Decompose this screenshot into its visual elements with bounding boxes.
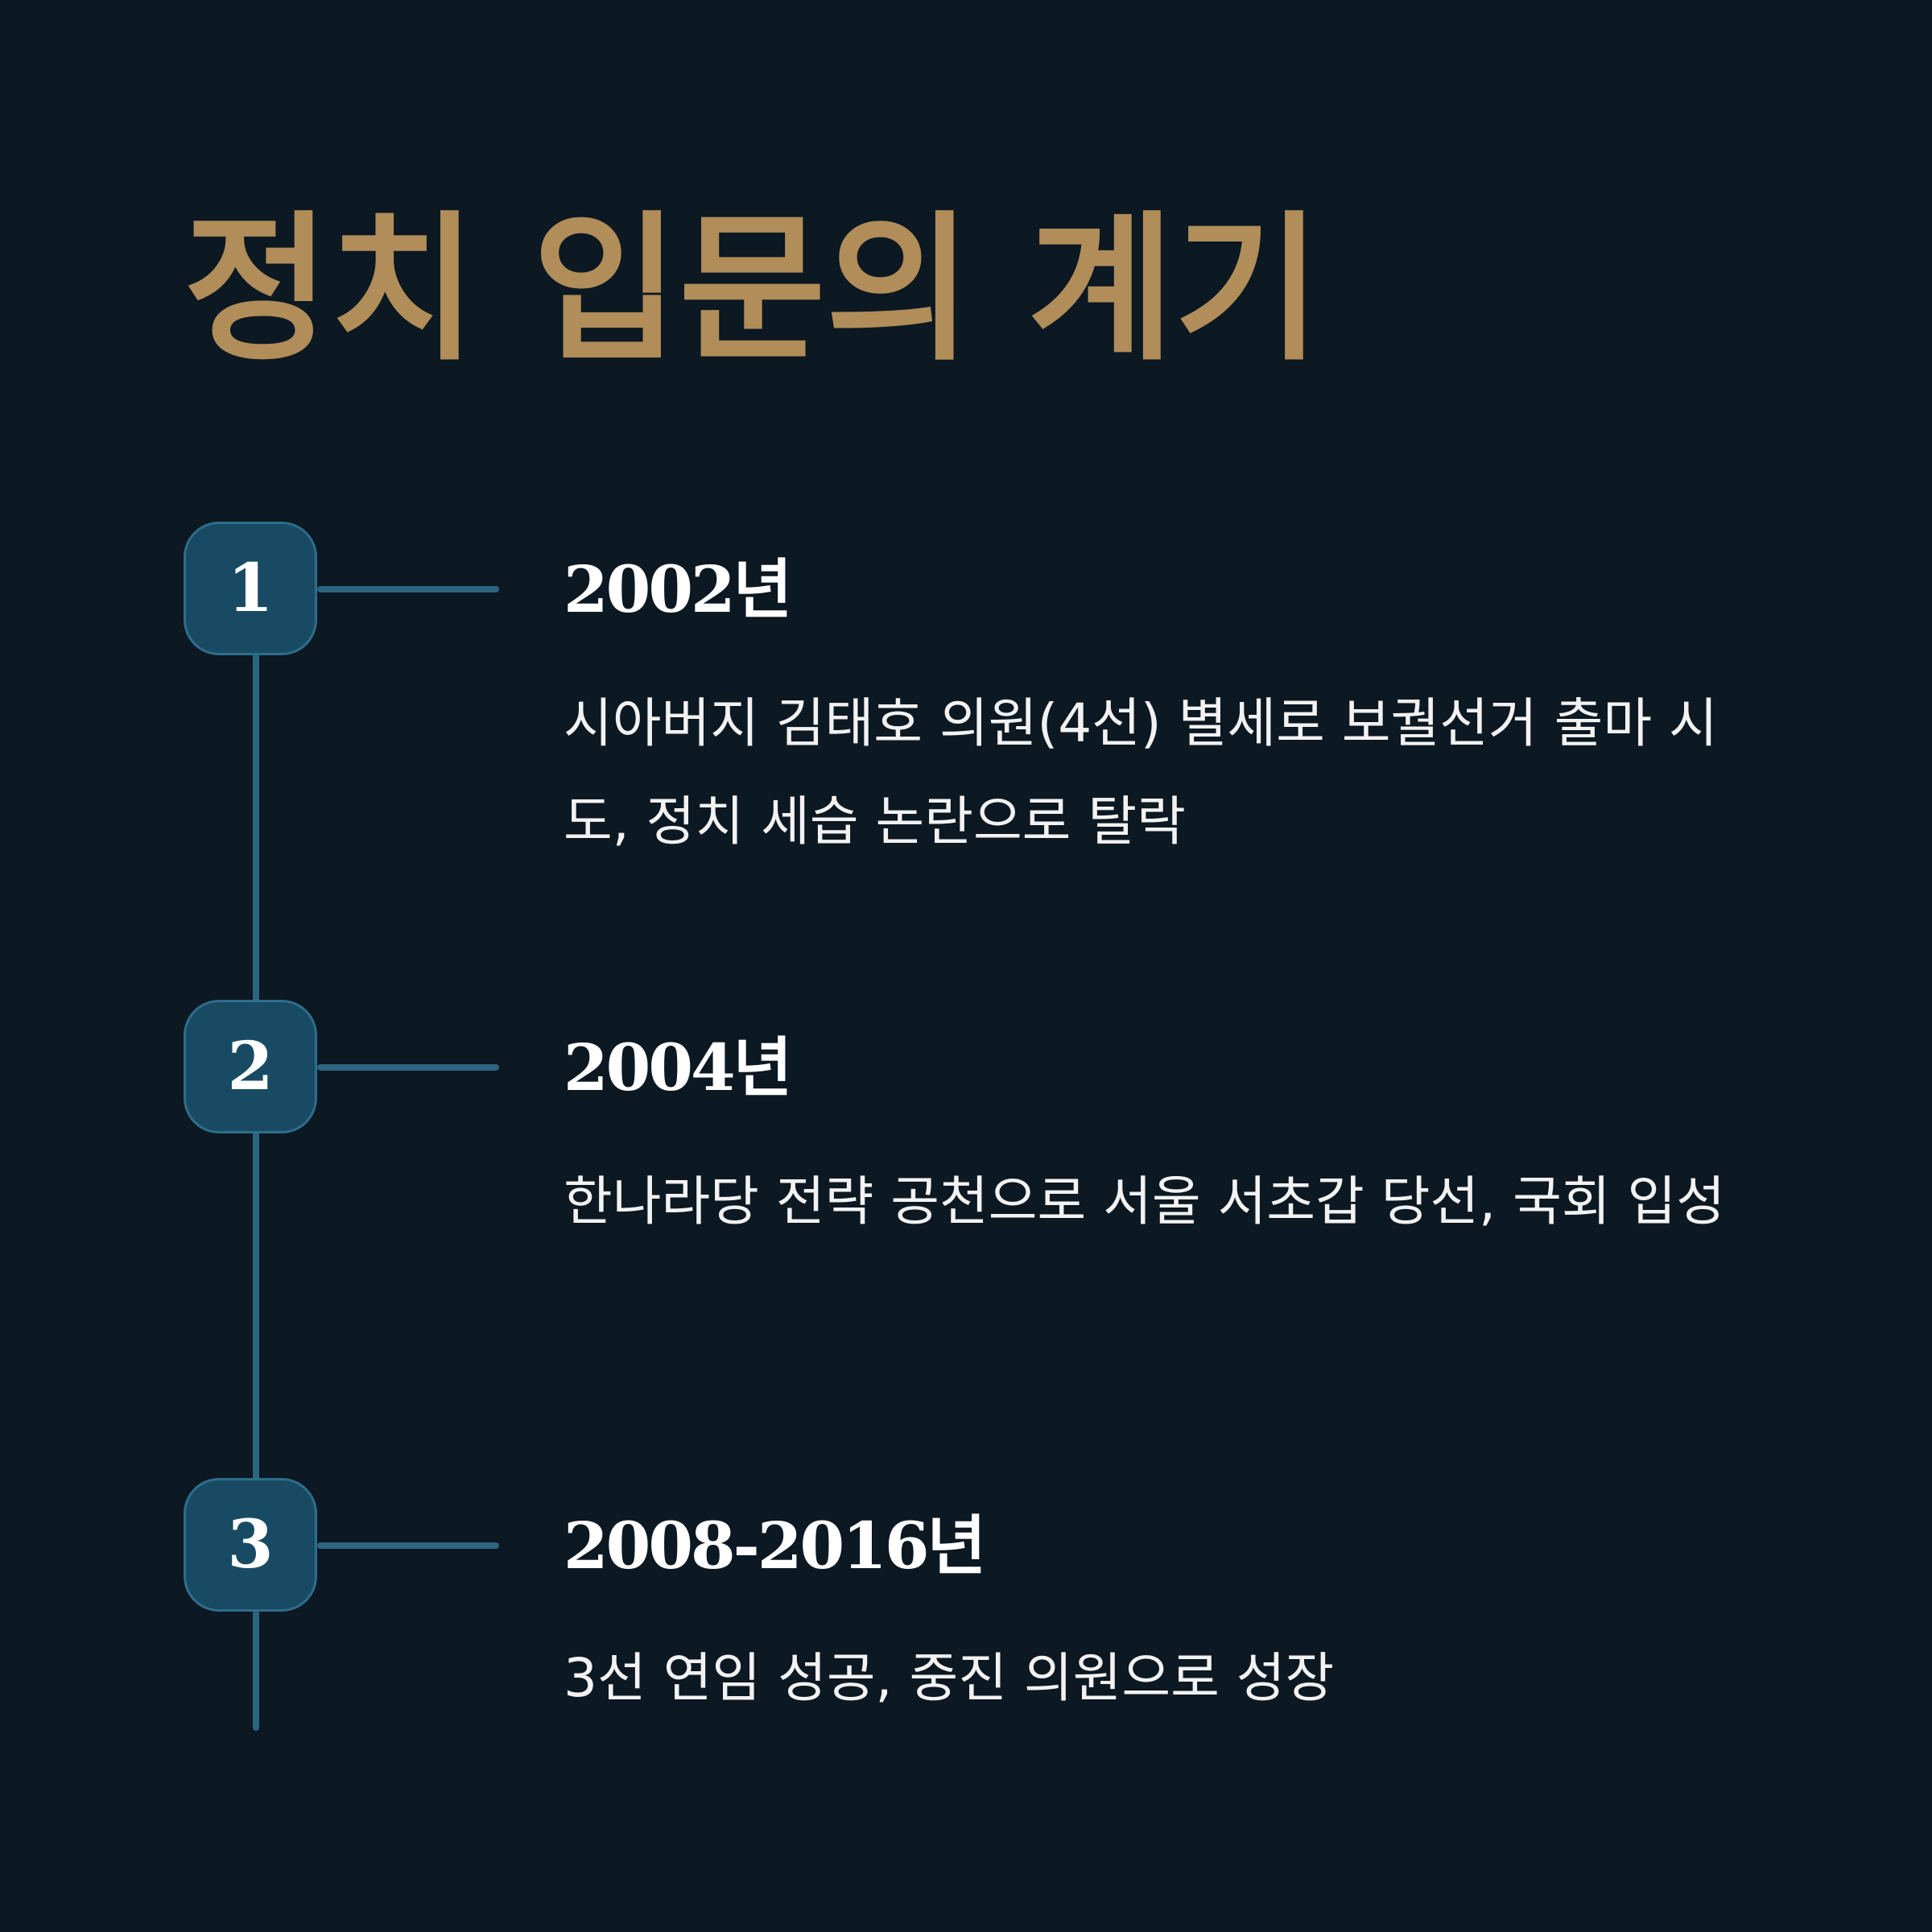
page-title: 정치 입문의 계기 — [184, 196, 1321, 382]
timeline-year-3: 2008-2016년 — [564, 1508, 986, 1583]
step-badge-2: 2 — [184, 1000, 317, 1133]
step-badge-1: 1 — [184, 522, 317, 655]
timeline-line — [253, 1610, 259, 1731]
timeline-description-2: 한나라당 전략 공천으로 서울 서초갑 당선, 국회 입성 — [564, 1170, 1725, 1232]
timeline-description-1: 시아버지 김태호 의원(4선) 별세로 보궐선거 출마 시도, 정치 세습 논란… — [564, 692, 1718, 852]
timeline-connector — [317, 586, 499, 592]
step-badge-3: 3 — [184, 1478, 317, 1612]
timeline-year-2: 2004년 — [564, 1030, 792, 1105]
timeline-connector — [317, 1542, 499, 1549]
timeline-connector — [317, 1064, 499, 1071]
timeline-year-1: 2002년 — [564, 551, 792, 627]
timeline-description-3: 3선 연임 성공, 중진 의원으로 성장 — [564, 1647, 1335, 1709]
timeline-line — [253, 652, 259, 1003]
timeline-line — [253, 1131, 259, 1482]
